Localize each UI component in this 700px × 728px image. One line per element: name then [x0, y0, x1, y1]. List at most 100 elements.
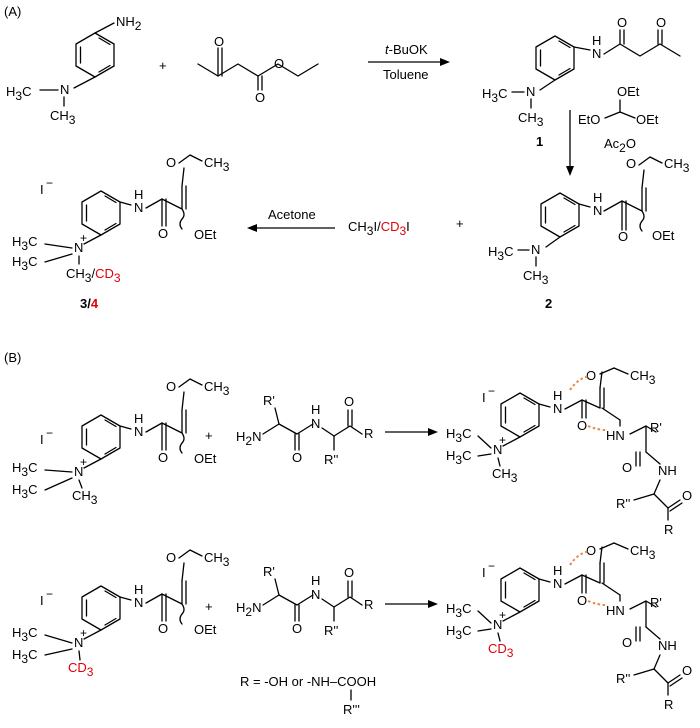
svg-text:H2N: H2N — [236, 429, 261, 448]
svg-text:R': R' — [263, 393, 275, 408]
svg-text:O: O — [622, 460, 632, 475]
svg-text:O: O — [292, 621, 302, 636]
svg-text:H3C: H3C — [446, 601, 471, 620]
svg-text:N: N — [592, 46, 601, 61]
svg-text:I: I — [482, 390, 486, 405]
svg-text:H: H — [311, 402, 320, 417]
svg-text:O: O — [166, 155, 176, 170]
svg-text:−: − — [488, 559, 495, 573]
compound-3-4-structure: H N O O CH3 OEt I − N + H3C H3C CH3/CD3 … — [12, 154, 230, 311]
svg-text:I: I — [482, 565, 486, 580]
svg-text:R': R' — [650, 595, 662, 610]
svg-text:H3C: H3C — [12, 254, 37, 273]
svg-text:R'': R'' — [616, 671, 630, 686]
svg-text:H3C: H3C — [12, 460, 37, 479]
svg-text:R'': R'' — [616, 496, 630, 511]
svg-text:R = -OH or -NH–COOH: R = -OH or -NH–COOH — [240, 674, 376, 689]
svg-text:OEt: OEt — [194, 622, 217, 637]
reaction-arrow-3: Acetone — [247, 207, 335, 232]
svg-text:H3C: H3C — [446, 448, 471, 467]
svg-text:CH3: CH3 — [518, 110, 544, 129]
compound-1-structure: H N O O H3C N CH3 1 — [482, 15, 681, 149]
svg-text:R'': R'' — [324, 452, 338, 467]
svg-text:H3C: H3C — [12, 625, 37, 644]
svg-text:O: O — [214, 34, 224, 49]
svg-text:CD3: CD3 — [68, 660, 94, 679]
svg-text:Acetone: Acetone — [268, 207, 316, 222]
svg-text:H3C: H3C — [446, 623, 471, 642]
svg-text:R: R — [364, 597, 373, 612]
panel-a-label: (A) — [4, 4, 21, 19]
svg-text:N: N — [134, 595, 143, 610]
svg-text:O: O — [586, 368, 596, 383]
svg-text:NH2: NH2 — [116, 14, 142, 33]
svg-text:R: R — [664, 522, 673, 537]
svg-text:O: O — [274, 56, 284, 71]
svg-text:OEt: OEt — [194, 227, 217, 242]
svg-text:OEt: OEt — [194, 451, 217, 466]
svg-text:+: + — [499, 433, 506, 447]
svg-text:O: O — [158, 226, 168, 241]
svg-text:O: O — [586, 543, 596, 558]
svg-text:O: O — [682, 488, 692, 503]
svg-text:NH: NH — [658, 638, 677, 653]
svg-text:N: N — [134, 200, 143, 215]
svg-text:H: H — [134, 187, 143, 202]
amine-structure: NH2 H3C N CH3 — [6, 14, 142, 127]
svg-text:N: N — [493, 617, 502, 632]
svg-text:R: R — [664, 697, 673, 712]
svg-text:O: O — [166, 379, 176, 394]
svg-text:I: I — [40, 182, 44, 197]
svg-text:−: − — [46, 587, 53, 601]
svg-text:O: O — [255, 90, 265, 105]
svg-text:NH: NH — [658, 463, 677, 478]
svg-text:CH3: CH3 — [204, 379, 230, 398]
svg-text:H3C: H3C — [12, 234, 37, 253]
svg-text:H3C: H3C — [482, 86, 507, 105]
svg-text:H3C: H3C — [12, 482, 37, 501]
plus-sign-b2: + — [205, 599, 213, 614]
reagent-b2-structure: H N O O CH3 OEt I − N + H3C H3C CD3 — [12, 549, 230, 679]
product-b2-structure: H N O O CH3 HN R' O NH R'' O R I — [446, 542, 692, 712]
svg-text:N: N — [493, 442, 502, 457]
svg-text:R: R — [364, 426, 373, 441]
svg-text:O: O — [158, 450, 168, 465]
svg-text:N: N — [311, 416, 320, 431]
plus-sign: + — [159, 58, 167, 73]
svg-text:N: N — [74, 240, 83, 255]
svg-text:I: I — [40, 432, 44, 447]
svg-text:3/4: 3/4 — [80, 296, 99, 311]
svg-text:Toluene: Toluene — [383, 67, 429, 82]
svg-text:+: + — [499, 608, 506, 622]
svg-text:CH3/CD3: CH3/CD3 — [66, 266, 121, 285]
svg-text:+: + — [80, 626, 87, 640]
svg-text:H3C: H3C — [12, 647, 37, 666]
svg-text:H: H — [311, 573, 320, 588]
svg-text:N: N — [134, 424, 143, 439]
svg-text:OEt: OEt — [617, 84, 640, 99]
svg-text:O: O — [344, 394, 354, 409]
svg-text:O: O — [618, 229, 628, 244]
svg-text:O: O — [292, 450, 302, 465]
reagent-b1-structure: H N O O CH3 OEt I − N + H3C H3C CH3 — [12, 378, 230, 507]
svg-text:N: N — [311, 587, 320, 602]
svg-text:H: H — [134, 582, 143, 597]
svg-text:R': R' — [263, 564, 275, 579]
svg-text:−: − — [46, 426, 53, 440]
svg-text:−: − — [46, 176, 53, 190]
svg-text:HN: HN — [606, 603, 625, 618]
svg-text:1: 1 — [536, 134, 543, 149]
svg-text:H2N: H2N — [236, 600, 261, 619]
svg-text:O: O — [158, 621, 168, 636]
r-group-definition: R = -OH or -NH–COOH R''' — [240, 674, 376, 717]
peptide-b2-structure: H2N R' O H N R'' O R — [236, 564, 373, 638]
svg-text:CH3: CH3 — [50, 108, 76, 127]
svg-text:N: N — [553, 576, 562, 591]
svg-text:N: N — [526, 84, 535, 99]
svg-text:H: H — [592, 33, 601, 48]
svg-text:CH3: CH3 — [630, 368, 656, 387]
panel-b-label: (B) — [4, 350, 21, 365]
reaction-arrow-2: OEt EtO OEt Ac2O — [566, 84, 659, 176]
svg-text:CH3: CH3 — [630, 543, 656, 562]
